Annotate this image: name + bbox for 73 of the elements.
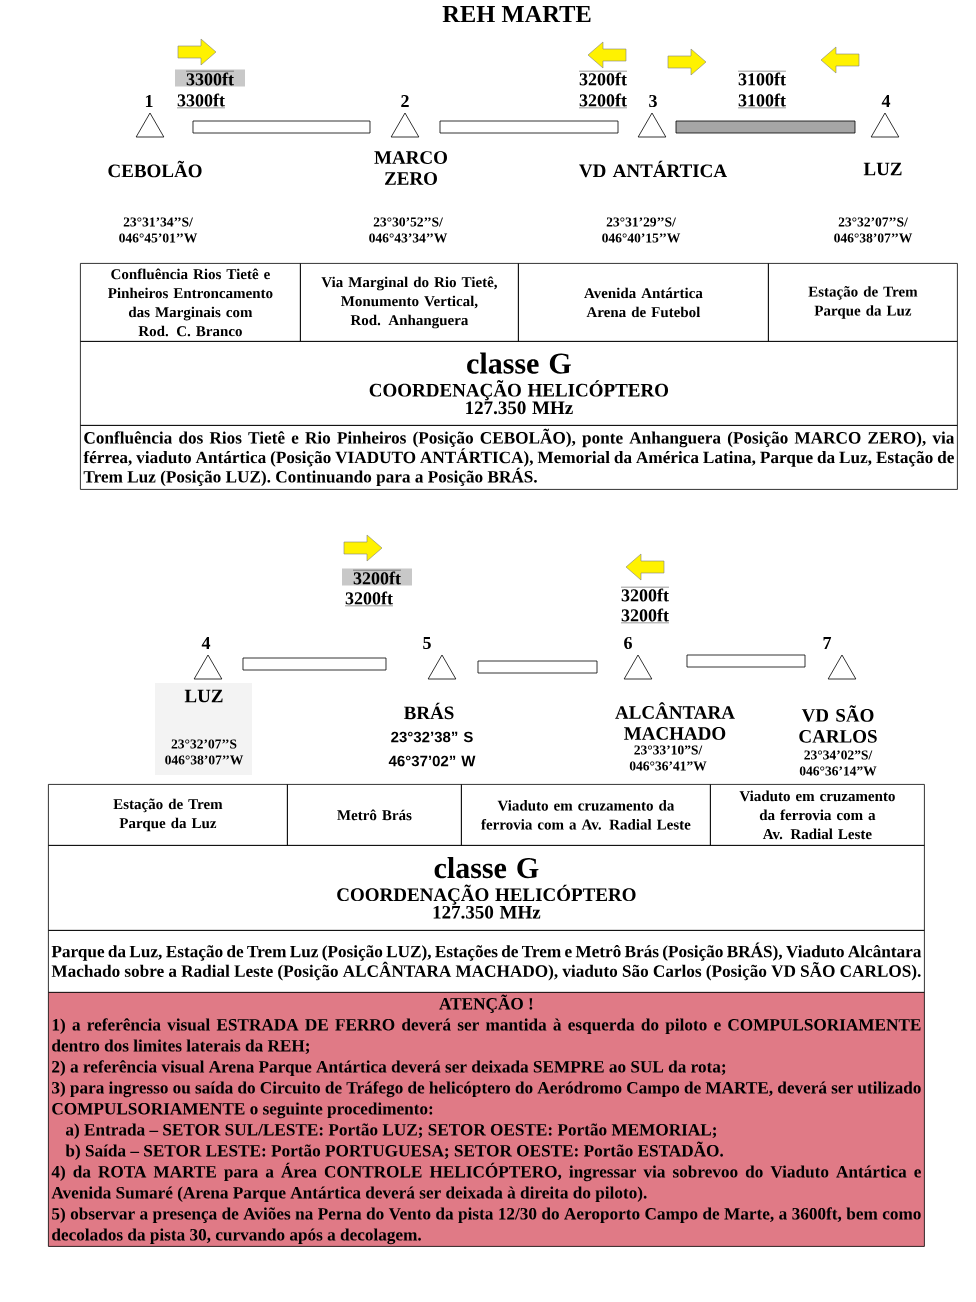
waypoint-triangle bbox=[870, 112, 900, 138]
frequency-box bbox=[48, 845, 925, 931]
waypoint-triangle bbox=[637, 112, 667, 138]
waypoint-name: LUZ bbox=[184, 689, 223, 703]
frequency-text: 127.350 MHz bbox=[433, 905, 541, 919]
table-cell: Avenida Antártica Arena de Futebol bbox=[518, 263, 769, 342]
warning-item: 5) observar a presença de Aviões na Perna do Vento da pista 12/30 do Aeroporto Campo de Marte, a 3600ft, bem como decolados da pista 30, curvando após a decolagem. bbox=[52, 1207, 921, 1245]
waypoint-name: MARCO ZERO bbox=[374, 151, 447, 185]
route-bar bbox=[477, 660, 598, 674]
altitude-label: 3300ft bbox=[175, 69, 245, 87]
service-name: COORDENAÇÃO HELICÓPTERO bbox=[369, 380, 669, 401]
warning-item: b) Saída – SETOR LESTE: Portão PORTUGUESA; SETOR OESTE: Portão ESTADÃO. bbox=[65, 1141, 723, 1161]
waypoint-triangle bbox=[135, 112, 165, 138]
service-name: COORDENAÇÃO HELICÓPTERO bbox=[337, 884, 636, 905]
coordinates-text: 23°33’10”S/ 046°36’41”W bbox=[629, 745, 707, 771]
waypoint-number: 3 bbox=[649, 94, 657, 108]
route-bar bbox=[242, 657, 387, 671]
table-cell: Metrô Brás bbox=[287, 784, 462, 846]
warning-item: 3) para ingresso ou saída do Circuito de Tráfego de helicóptero do Aeródromo Campo de MARTE, deverá ser utilizado COMPULSORIAMENTE o seguinte procedimento: bbox=[52, 1081, 921, 1119]
warning-heading: ATENÇÃO ! bbox=[439, 994, 533, 1013]
altitude-label: 3200ft bbox=[620, 586, 670, 602]
table-cell: Confluência Rios Tietê e Pinheiros Entroncamento das Marginais com Rod. C. Branco bbox=[80, 263, 301, 342]
waypoint-triangle bbox=[427, 654, 457, 680]
coordinates-text: 23°32’38” S 46°37’02” W bbox=[388, 731, 476, 767]
waypoint-number: 1 bbox=[145, 95, 153, 107]
description-box: Confluência dos Rios Tietê e Rio Pinheiros (Posição CEBOLÃO), ponte Anhanguera (Posição MARCO ZERO), via férrea, viaduto Antártica (Posição VIADUTO ANTÁRTICA), Memorial da América Latina, Parque da Luz, Estação de Trem Luz (Posição LUZ). Continuando para a Posição BRÁS. bbox=[80, 425, 958, 490]
route-bar bbox=[439, 120, 619, 134]
waypoint-triangle bbox=[390, 112, 420, 138]
table-cell: Estação de Trem Parque da Luz bbox=[48, 784, 288, 846]
altitude-label: 3200ft bbox=[620, 608, 670, 624]
warning-item: 2) a referência visual Arena Parque Antártica deverá ser deixada SEMPRE ao SUL da rota; bbox=[52, 1060, 726, 1077]
waypoint-name: ALCÂNTARA MACHADO bbox=[615, 702, 735, 740]
coordinates-text: 23°31’29’’S/ 046°40’15’’W bbox=[602, 217, 681, 243]
altitude-label: 3100ft bbox=[737, 71, 787, 86]
altitude-label: 3200ft bbox=[578, 93, 628, 109]
route-bar bbox=[686, 654, 806, 668]
waypoint-number: 6 bbox=[624, 636, 632, 650]
warning-item: a) Entrada – SETOR SUL/LESTE: Portão LUZ; SETOR OESTE: Portão MEMORIAL; bbox=[65, 1123, 717, 1140]
warning-item: 1) a referência visual ESTRADA DE FERRO deverá ser mantida à esquerda do piloto e COMPULSORIAMENTE dentro dos limites laterais da REH; bbox=[52, 1018, 921, 1055]
table-cell: Viaduto em cruzamento da ferrovia com a Av. Radial Leste bbox=[710, 784, 925, 846]
waypoint-number: 5 bbox=[423, 637, 431, 649]
title: REH MARTE bbox=[442, 5, 591, 23]
altitude-label: 3200ft bbox=[578, 71, 628, 86]
altitude-label: 3200ft bbox=[342, 568, 412, 586]
altitude-label: 3200ft bbox=[344, 591, 394, 607]
warning-box bbox=[48, 992, 925, 1247]
waypoint-name: CEBOLÃO bbox=[108, 160, 202, 178]
coordinates-text: 23°31’34’’S/ 046°45’01’’W bbox=[119, 217, 198, 243]
waypoint-name: LUZ bbox=[863, 162, 902, 176]
table-cell: Viaduto em cruzamento da ferrovia com a Av. Radial Leste bbox=[461, 784, 711, 846]
waypoint-triangle bbox=[193, 654, 223, 680]
frequency-text: 127.350 MHz bbox=[466, 401, 573, 415]
warning-item: 4) da ROTA MARTE para a Área CONTROLE HELICÓPTERO, ingressar via sobrevoo do Viaduto Antártica e Avenida Sumaré (Arena Parque Antártica deverá ser deixada à direita do piloto). bbox=[51, 1162, 921, 1203]
class-heading: classe G bbox=[434, 857, 539, 879]
waypoint-number: 7 bbox=[823, 637, 832, 649]
waypoint-number: 4 bbox=[201, 637, 211, 649]
coordinates-text: 23°32’07’’S 046°38’07’’W bbox=[165, 739, 244, 765]
route-bar bbox=[192, 120, 371, 134]
coordinates-text: 23°32’07’’S/ 046°38’07’’W bbox=[834, 217, 913, 243]
coordinates-text: 23°30’52’’S/ 046°43’34’’W bbox=[369, 217, 448, 243]
table-cell: Via Marginal do Rio Tietê, Monumento Vertical, Rod. Anhanguera bbox=[300, 263, 519, 342]
waypoint-number: 4 bbox=[881, 95, 891, 107]
waypoint-name: BRÁS bbox=[403, 702, 454, 720]
waypoint-triangle bbox=[623, 654, 653, 680]
waypoint-triangle bbox=[827, 654, 857, 680]
table-cell: Estação de Trem Parque da Luz bbox=[768, 263, 958, 342]
waypoint-name: VD ANTÁRTICA bbox=[579, 160, 727, 178]
frequency-box bbox=[80, 341, 958, 426]
waypoint-number: 2 bbox=[401, 95, 409, 107]
route-bar bbox=[675, 120, 856, 134]
waypoint-name: VD SÃO CARLOS bbox=[799, 705, 877, 743]
altitude-label: 3300ft bbox=[176, 93, 226, 109]
class-heading: classe G bbox=[467, 352, 571, 374]
